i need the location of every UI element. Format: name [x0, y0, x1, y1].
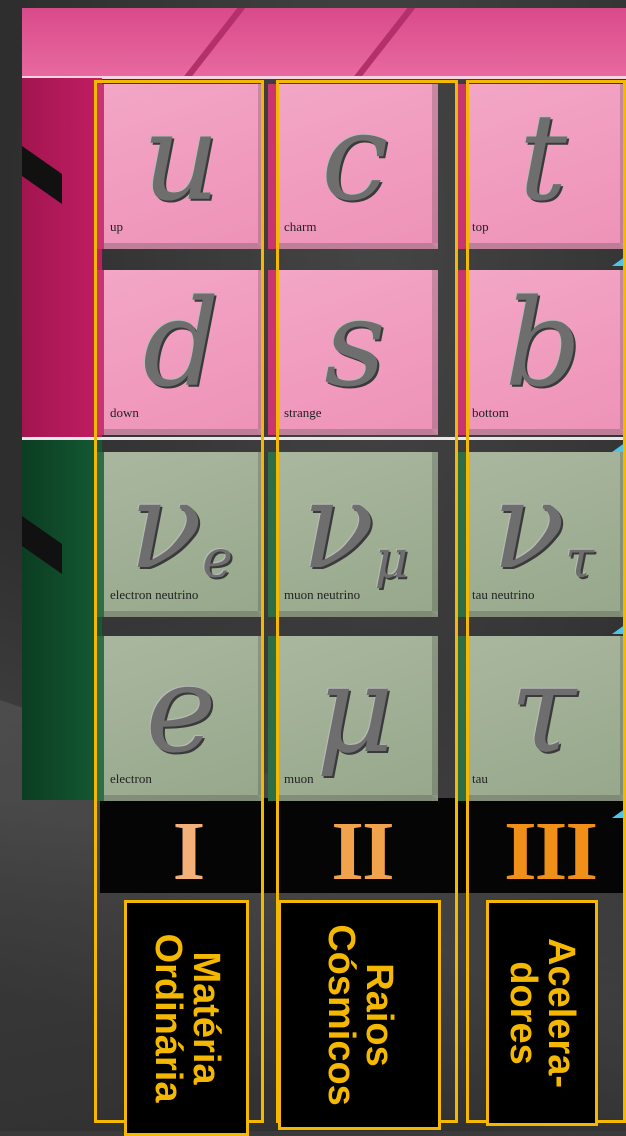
generation-caption-line: Cósmicos: [322, 924, 360, 1106]
generation-caption-line: Raios: [360, 924, 398, 1106]
generation-caption-line: Acelera-: [542, 938, 580, 1088]
generation-caption-line: dores: [504, 938, 542, 1088]
cube-left-face-leptons: [22, 440, 102, 800]
cube-left-face-quarks: [22, 78, 102, 438]
cube-top-face: [22, 8, 626, 78]
cube-top-edge: [22, 76, 626, 79]
generation-caption-line: Ordinária: [149, 934, 187, 1103]
generation-caption-box: Acelera-dores: [486, 900, 598, 1126]
generation-caption: Acelera-dores: [504, 938, 580, 1088]
generation-caption-line: Matéria: [187, 934, 225, 1103]
